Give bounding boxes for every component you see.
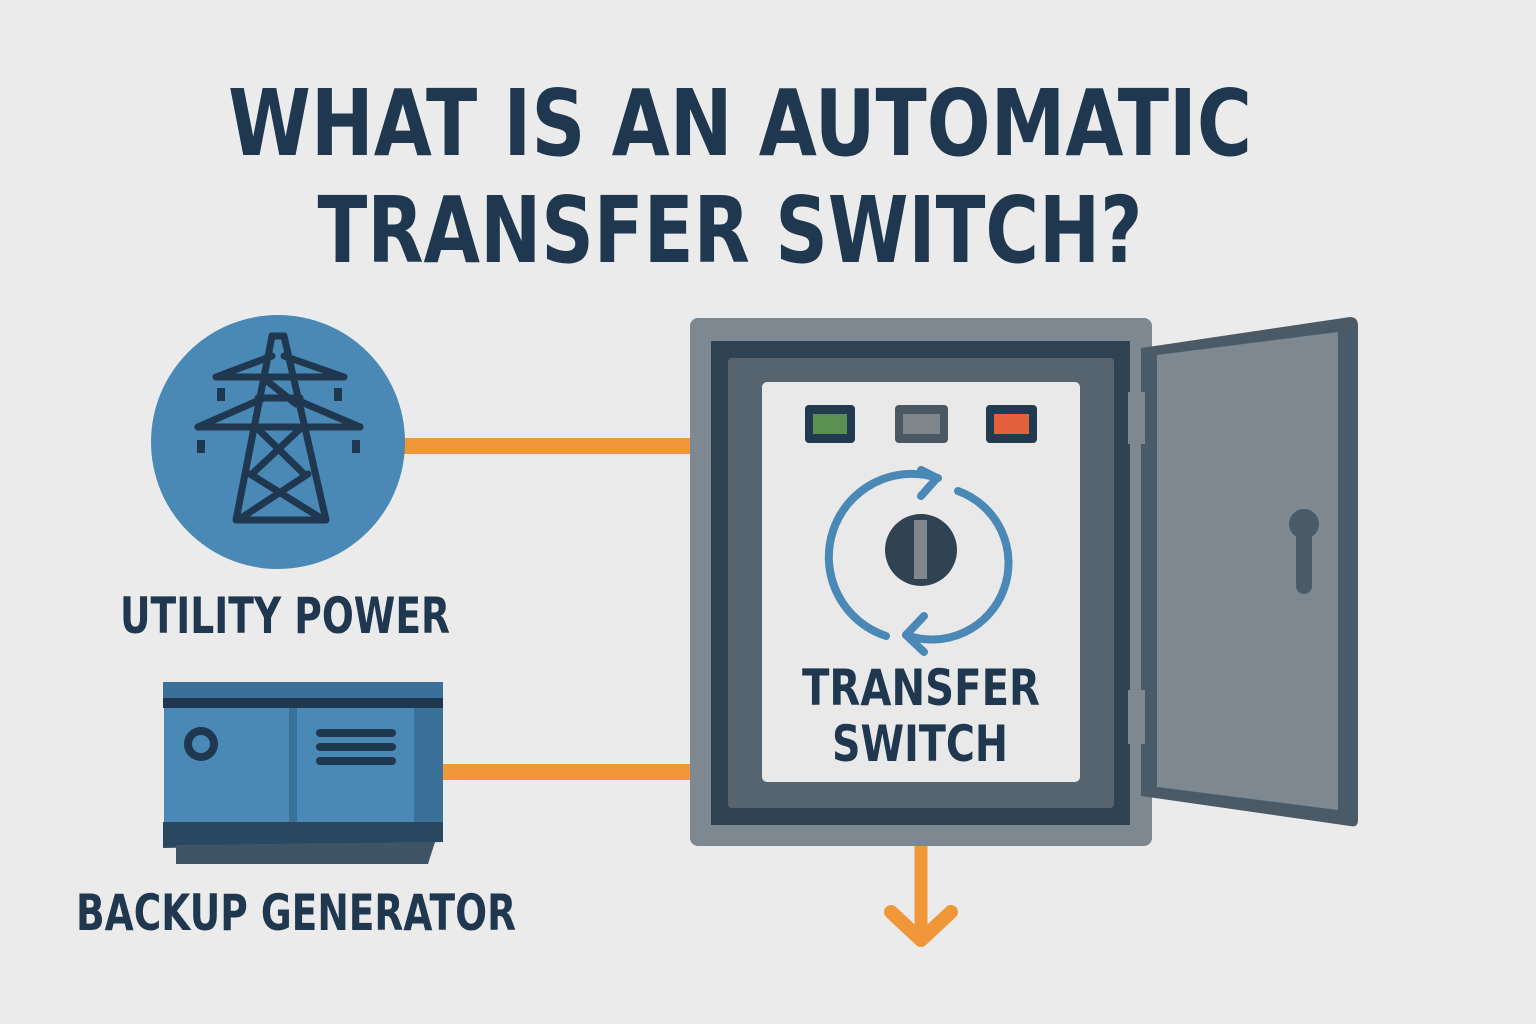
transmission-tower-icon xyxy=(194,332,364,524)
hinge-top xyxy=(1128,392,1145,444)
indicator-red xyxy=(994,414,1029,434)
hinge-bottom xyxy=(1128,690,1145,744)
utility-power-label: UTILITY POWER xyxy=(120,587,450,645)
backup-generator-icon xyxy=(163,682,443,864)
title-line-1: WHAT IS AN AUTOMATIC xyxy=(228,70,1252,177)
switch-label-line-2: SWITCH xyxy=(832,715,1008,773)
switch-label-line-1: TRANSFER xyxy=(802,659,1040,717)
status-indicators xyxy=(805,405,1037,443)
indicator-green xyxy=(813,414,847,434)
rotation-arrows-icon xyxy=(824,466,1013,656)
output-arrow xyxy=(884,845,958,947)
title-line-2: TRANSFER SWITCH? xyxy=(318,177,1143,284)
indicator-gray xyxy=(903,414,940,434)
cabinet-door xyxy=(1128,317,1358,827)
transfer-switch-cabinet: TRANSFER SWITCH xyxy=(690,318,1152,846)
backup-generator-label: BACKUP GENERATOR xyxy=(76,884,516,942)
keyhole-icon xyxy=(1289,509,1319,594)
utility-power-icon xyxy=(151,315,405,569)
